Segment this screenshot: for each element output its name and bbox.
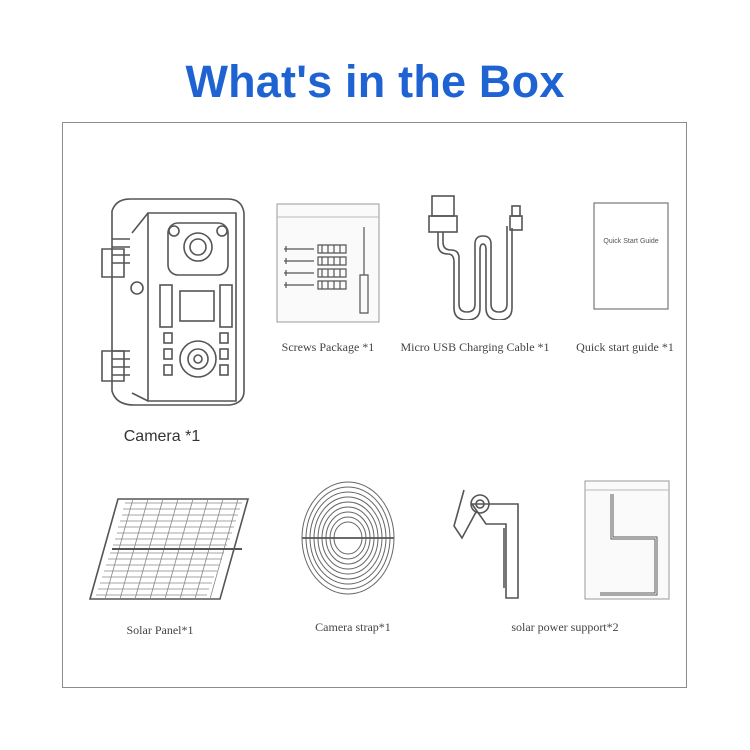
quick-start-guide-icon: Quick Start Guide <box>593 202 669 310</box>
screws-package-icon <box>276 203 380 323</box>
camera-label: Camera *1 <box>123 428 201 445</box>
camera-strap-label: Camera strap*1 <box>315 620 391 634</box>
quick-start-guide-cover-text: Quick Start Guide <box>603 238 658 245</box>
camera-strap-icon <box>298 478 398 598</box>
solar-panel-icon <box>88 495 250 603</box>
solar-panel-label: Solar Panel*1 <box>126 623 194 637</box>
solar-support-label: solar power support*2 <box>511 620 619 634</box>
screws-package-label: Screws Package *1 <box>281 340 375 354</box>
page-title: What's in the Box <box>185 56 565 107</box>
solar-support-bracket-icon <box>450 484 530 602</box>
camera-icon <box>92 193 252 413</box>
hex-key-icon <box>584 480 672 602</box>
usb-cable-icon <box>420 190 530 320</box>
quick-start-guide-label: Quick start guide *1 <box>576 340 674 354</box>
usb-cable-label: Micro USB Charging Cable *1 <box>400 340 550 354</box>
